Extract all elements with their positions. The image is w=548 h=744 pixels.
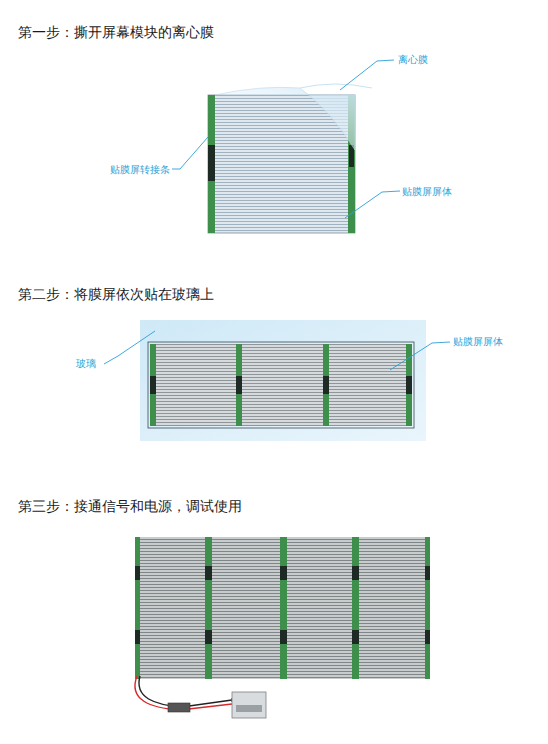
step-heading: 第三步：接通信号和电源，调试使用 xyxy=(18,498,242,516)
leader-lines xyxy=(172,60,400,218)
callout-label: 玻璃 xyxy=(76,357,96,371)
power-signal-cables xyxy=(135,676,266,718)
step-heading: 第二步：将膜屏依次贴在玻璃上 xyxy=(18,286,214,304)
film-screen-module xyxy=(208,84,372,233)
release-film xyxy=(215,87,355,150)
assembled-screen xyxy=(135,537,430,679)
callout-label: 贴膜屏屏体 xyxy=(402,185,452,199)
callout-label: 贴膜屏转接条 xyxy=(110,163,170,177)
step-heading: 第一步：撕开屏幕模块的离心膜 xyxy=(18,24,214,42)
callout-label: 贴膜屏屏体 xyxy=(453,335,503,349)
callout-label: 离心膜 xyxy=(398,53,428,67)
glass-with-panels xyxy=(140,320,426,441)
leader-lines xyxy=(104,331,450,370)
